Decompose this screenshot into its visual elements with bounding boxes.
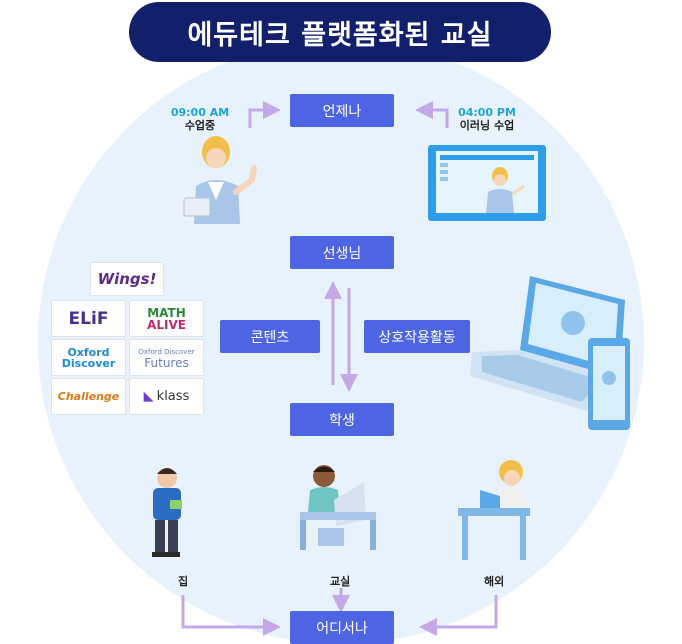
place-classroom: 교실	[330, 575, 351, 588]
logo-klass-text: klass	[156, 389, 190, 404]
node-interaction: 상호작용활동	[364, 320, 470, 353]
logo-futures-line2: Futures	[144, 355, 189, 370]
left-time-sub: 수업중	[184, 119, 216, 132]
logo-oxford-line2: Discover	[61, 356, 116, 370]
logo-oxford-discover: Oxford Discover	[51, 339, 126, 376]
logo-challenge: Challenge	[51, 378, 126, 415]
place-abroad: 해외	[484, 575, 505, 588]
logo-futures-line1: Oxford Discover	[138, 347, 195, 356]
right-time-label: 04:00 PM 이러닝 수업	[454, 106, 520, 132]
logo-math-alive: MATH ALIVE	[129, 300, 204, 337]
right-time-sub: 이러닝 수업	[459, 119, 515, 132]
right-time: 04:00 PM	[458, 106, 516, 119]
arrow-home	[181, 595, 281, 636]
logo-klass: ◣ klass	[129, 378, 204, 415]
logo-elif: ELiF	[51, 300, 126, 337]
arrow-right-to-anytime	[415, 101, 449, 128]
node-anytime: 언제나	[290, 94, 394, 127]
arrow-abroad	[419, 595, 498, 636]
logo-wings: Wings!	[90, 262, 164, 296]
logo-futures: Oxford Discover Futures	[129, 339, 204, 376]
node-anywhere: 어디서나	[290, 611, 394, 644]
logo-math-line2: ALIVE	[147, 317, 186, 332]
left-time-label: 09:00 AM 수업중	[168, 106, 232, 132]
node-teacher: 선생님	[290, 236, 394, 269]
place-home: 집	[178, 575, 189, 588]
node-content: 콘텐츠	[220, 320, 320, 353]
node-student: 학생	[290, 403, 394, 436]
logo-oxford-line1: Oxford	[67, 345, 110, 359]
arrow-left-to-anytime	[248, 101, 281, 128]
page-title: 에듀테크 플랫폼화된 교실	[129, 2, 551, 62]
left-time: 09:00 AM	[170, 106, 230, 119]
logo-math-line1: MATH	[147, 305, 186, 320]
klass-mark-icon: ◣	[143, 389, 154, 404]
